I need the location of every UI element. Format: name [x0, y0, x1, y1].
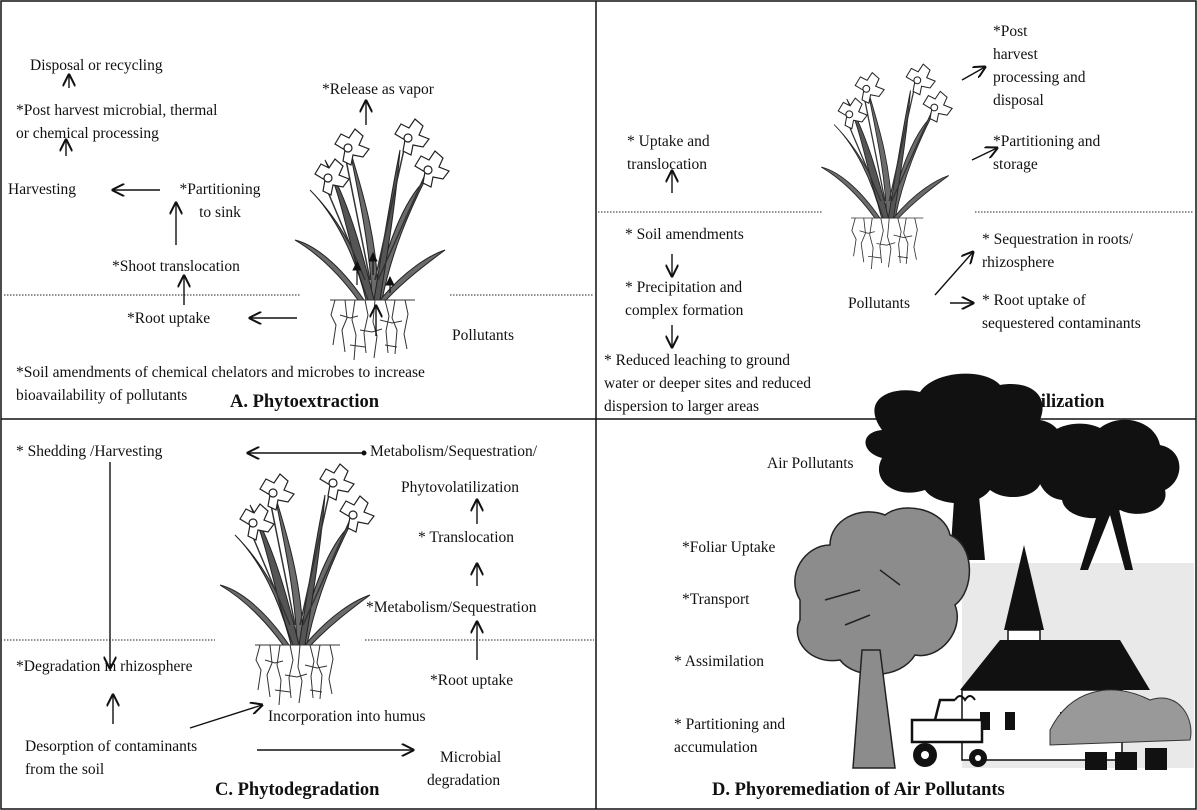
soil-amendments-label-1: *Soil amendments of chemical chelators a…: [16, 361, 425, 384]
partitioning-b-label-2: storage: [993, 153, 1038, 176]
shoot-translocation-label: *Shoot translocation: [112, 255, 240, 278]
sequestration-label-1: * Sequestration in roots/: [982, 228, 1133, 251]
post-harvest-label-1: *Post harvest microbial, thermal: [16, 99, 217, 122]
transport-label: *Transport: [682, 588, 749, 611]
microbial-label-2: degradation: [427, 769, 500, 792]
metabolism-sequestration-label: *Metabolism/Sequestration: [366, 596, 536, 619]
air-pollutants-label: Air Pollutants: [767, 452, 854, 475]
root-uptake-c-label: *Root uptake: [430, 669, 513, 692]
post-harvest-b-label-4: disposal: [993, 89, 1044, 112]
reduced-leaching-label-3: dispersion to larger areas: [604, 395, 759, 418]
pollutants-label-a: Pollutants: [452, 324, 514, 347]
disposal-label: Disposal or recycling: [30, 54, 163, 77]
sequestration-label-2: rhizosphere: [982, 251, 1054, 274]
pollutants-label-b: Pollutants: [848, 292, 910, 315]
metabolism-label-2: Phytovolatilization: [401, 476, 519, 499]
partitioning-label-2: to sink: [165, 201, 275, 224]
partitioning-label-1: *Partitioning: [165, 178, 275, 201]
partitioning-b-label-1: *Partitioning and: [993, 130, 1100, 153]
degradation-label: *Degradation in rhizosphere: [16, 655, 192, 678]
precipitation-label-2: complex formation: [625, 299, 743, 322]
uptake-label-1: * Uptake and: [627, 130, 710, 153]
foliar-uptake-label: *Foliar Uptake: [682, 536, 775, 559]
precipitation-label-1: * Precipitation and: [625, 276, 742, 299]
release-vapor-label: *Release as vapor: [322, 78, 434, 101]
reduced-leaching-label-1: * Reduced leaching to ground: [604, 349, 790, 372]
plant-c: [220, 464, 374, 705]
root-uptake-b-label-1: * Root uptake of: [982, 289, 1086, 312]
post-harvest-b-label-2: harvest: [993, 43, 1038, 66]
harvesting-label: Harvesting: [8, 178, 76, 201]
microbial-label-1: Microbial: [440, 746, 501, 769]
partitioning-d-label-1: * Partitioning and: [674, 713, 785, 736]
post-harvest-b-label-3: processing and: [993, 66, 1086, 89]
humus-label: Incorporation into humus: [268, 705, 426, 728]
post-harvest-label-2: or chemical processing: [16, 122, 159, 145]
metabolism-label-1: Metabolism/Sequestration/: [370, 440, 537, 463]
panel-d-title: D. Phyoremediation of Air Pollutants: [712, 780, 1005, 801]
air-scene: [795, 374, 1194, 770]
plant-a: [295, 119, 449, 360]
panel-a-title: A. Phytoextraction: [230, 392, 379, 413]
soil-amendments-b-label: * Soil amendments: [625, 223, 744, 246]
post-harvest-b-label-1: *Post: [993, 20, 1027, 43]
partitioning-d-label-2: accumulation: [674, 736, 758, 759]
reduced-leaching-label-2: water or deeper sites and reduced: [604, 372, 811, 395]
desorption-label-1: Desorption of contaminants: [25, 735, 197, 758]
root-uptake-label: *Root uptake: [127, 307, 210, 330]
root-uptake-b-label-2: sequestered contaminants: [982, 312, 1141, 335]
soil-amendments-label-2: bioavailability of pollutants: [16, 384, 187, 407]
panel-c-title: C. Phytodegradation: [215, 780, 379, 801]
uptake-label-2: translocation: [627, 153, 707, 176]
plant-b: [821, 64, 952, 269]
assimilation-label: * Assimilation: [674, 650, 764, 673]
translocation-label: * Translocation: [418, 526, 514, 549]
desorption-label-2: from the soil: [25, 758, 104, 781]
panel-b-title: B. Phytostabilization: [940, 392, 1104, 413]
shedding-label: * Shedding /Harvesting: [16, 440, 162, 463]
